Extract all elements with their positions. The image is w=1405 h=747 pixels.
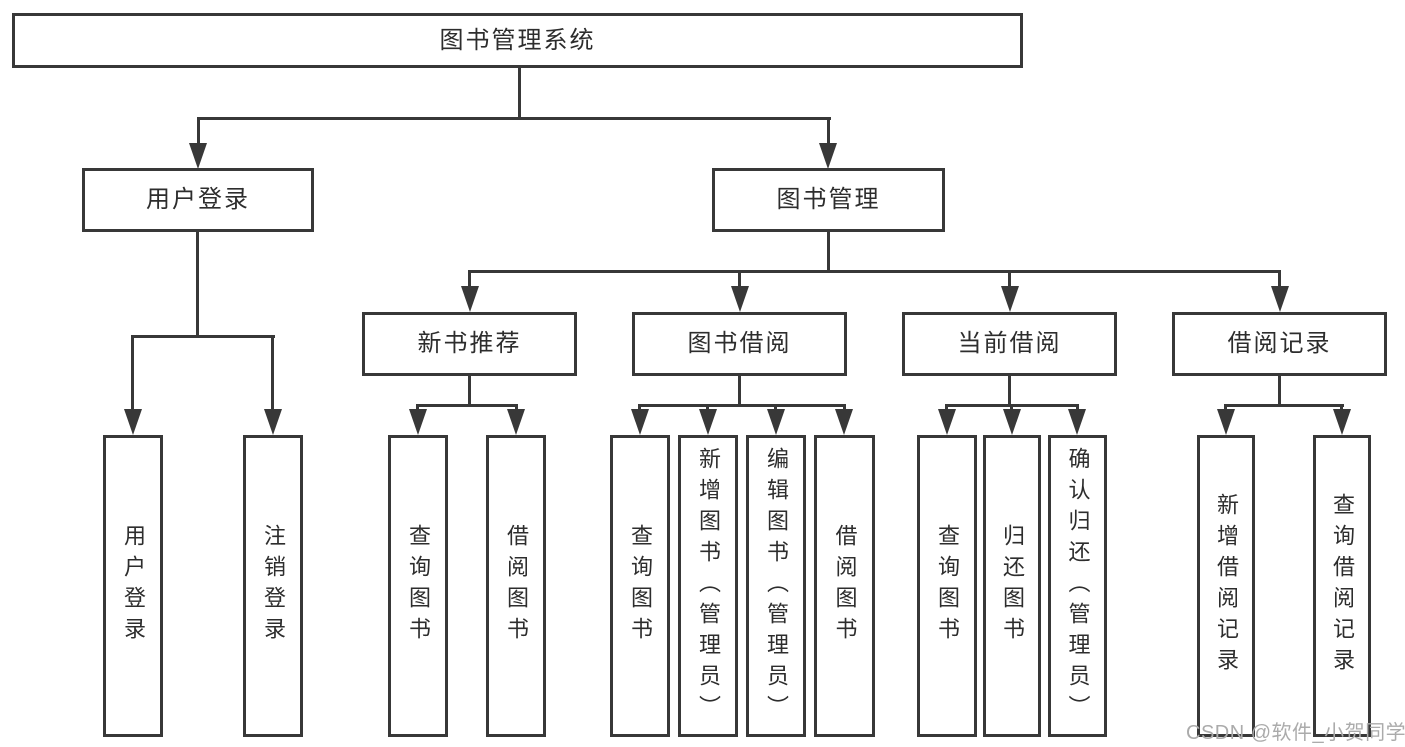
- arrowhead-icon: [767, 409, 785, 435]
- node-borrowing-records: 借阅记录: [1172, 312, 1387, 376]
- watermark: CSDN @软件_小贺同学: [1186, 722, 1405, 744]
- connector-line: [468, 270, 471, 288]
- connector-line: [1008, 270, 1011, 288]
- node-new-book-recommendation: 新书推荐: [362, 312, 577, 376]
- arrowhead-icon: [1003, 409, 1021, 435]
- arrowhead-icon: [1001, 286, 1019, 312]
- connector-line: [197, 117, 831, 120]
- connector-line: [1010, 404, 1013, 412]
- connector-line: [196, 232, 199, 337]
- connector-line: [131, 335, 134, 412]
- connector-line: [706, 404, 709, 412]
- node-user-login: 用户登录: [82, 168, 314, 232]
- node-book-management: 图书管理: [712, 168, 945, 232]
- leaf-logout: 注销登录: [243, 435, 303, 737]
- connector-line: [827, 232, 830, 272]
- node-library-management-system: 图书管理系统: [12, 13, 1023, 68]
- arrowhead-icon: [461, 286, 479, 312]
- arrowhead-icon: [189, 143, 207, 169]
- connector-line: [131, 335, 275, 338]
- connector-line: [843, 404, 846, 412]
- leaf-query-books-borrowing: 查询图书: [610, 435, 670, 737]
- connector-line: [774, 404, 777, 412]
- connector-line: [1076, 404, 1079, 412]
- connector-line: [416, 404, 518, 407]
- connector-line: [738, 270, 741, 288]
- node-book-borrowing: 图书借阅: [632, 312, 847, 376]
- node-current-borrowing: 当前借阅: [902, 312, 1117, 376]
- leaf-query-books-recommendation: 查询图书: [388, 435, 448, 737]
- connector-line: [271, 335, 274, 412]
- arrowhead-icon: [699, 409, 717, 435]
- connector-line: [1224, 404, 1344, 407]
- leaf-borrow-books-borrowing: 借阅图书: [814, 435, 875, 737]
- connector-line: [1340, 404, 1343, 412]
- arrowhead-icon: [409, 409, 427, 435]
- connector-line: [638, 404, 846, 407]
- connector-line: [1008, 376, 1011, 406]
- arrowhead-icon: [631, 409, 649, 435]
- leaf-return-books: 归还图书: [983, 435, 1041, 737]
- arrowhead-icon: [835, 409, 853, 435]
- arrowhead-icon: [938, 409, 956, 435]
- arrowhead-icon: [124, 409, 142, 435]
- arrowhead-icon: [264, 409, 282, 435]
- connector-line: [738, 376, 741, 406]
- arrowhead-icon: [1217, 409, 1235, 435]
- leaf-query-borrowing-record: 查询借阅记录: [1313, 435, 1371, 737]
- connector-line: [945, 404, 948, 412]
- arrowhead-icon: [731, 286, 749, 312]
- connector-line: [515, 404, 518, 412]
- arrowhead-icon: [819, 143, 837, 169]
- arrowhead-icon: [507, 409, 525, 435]
- leaf-user-login: 用户登录: [103, 435, 163, 737]
- connector-line: [468, 270, 1281, 273]
- arrowhead-icon: [1333, 409, 1351, 435]
- leaf-borrow-books-recommendation: 借阅图书: [486, 435, 546, 737]
- connector-line: [197, 117, 200, 145]
- leaf-query-books-current: 查询图书: [917, 435, 977, 737]
- connector-line: [1278, 270, 1281, 288]
- connector-line: [468, 376, 471, 406]
- connector-line: [416, 404, 419, 412]
- leaf-confirm-return-admin: 确认归还（管理员）: [1048, 435, 1107, 737]
- arrowhead-icon: [1271, 286, 1289, 312]
- connector-line: [827, 117, 830, 145]
- leaf-add-books-admin: 新增图书（管理员）: [678, 435, 738, 737]
- connector-line: [1278, 376, 1281, 406]
- arrowhead-icon: [1068, 409, 1086, 435]
- connector-line: [518, 66, 521, 119]
- connector-line: [1224, 404, 1227, 412]
- leaf-edit-books-admin: 编辑图书（管理员）: [746, 435, 806, 737]
- connector-line: [638, 404, 641, 412]
- leaf-add-borrowing-record: 新增借阅记录: [1197, 435, 1255, 737]
